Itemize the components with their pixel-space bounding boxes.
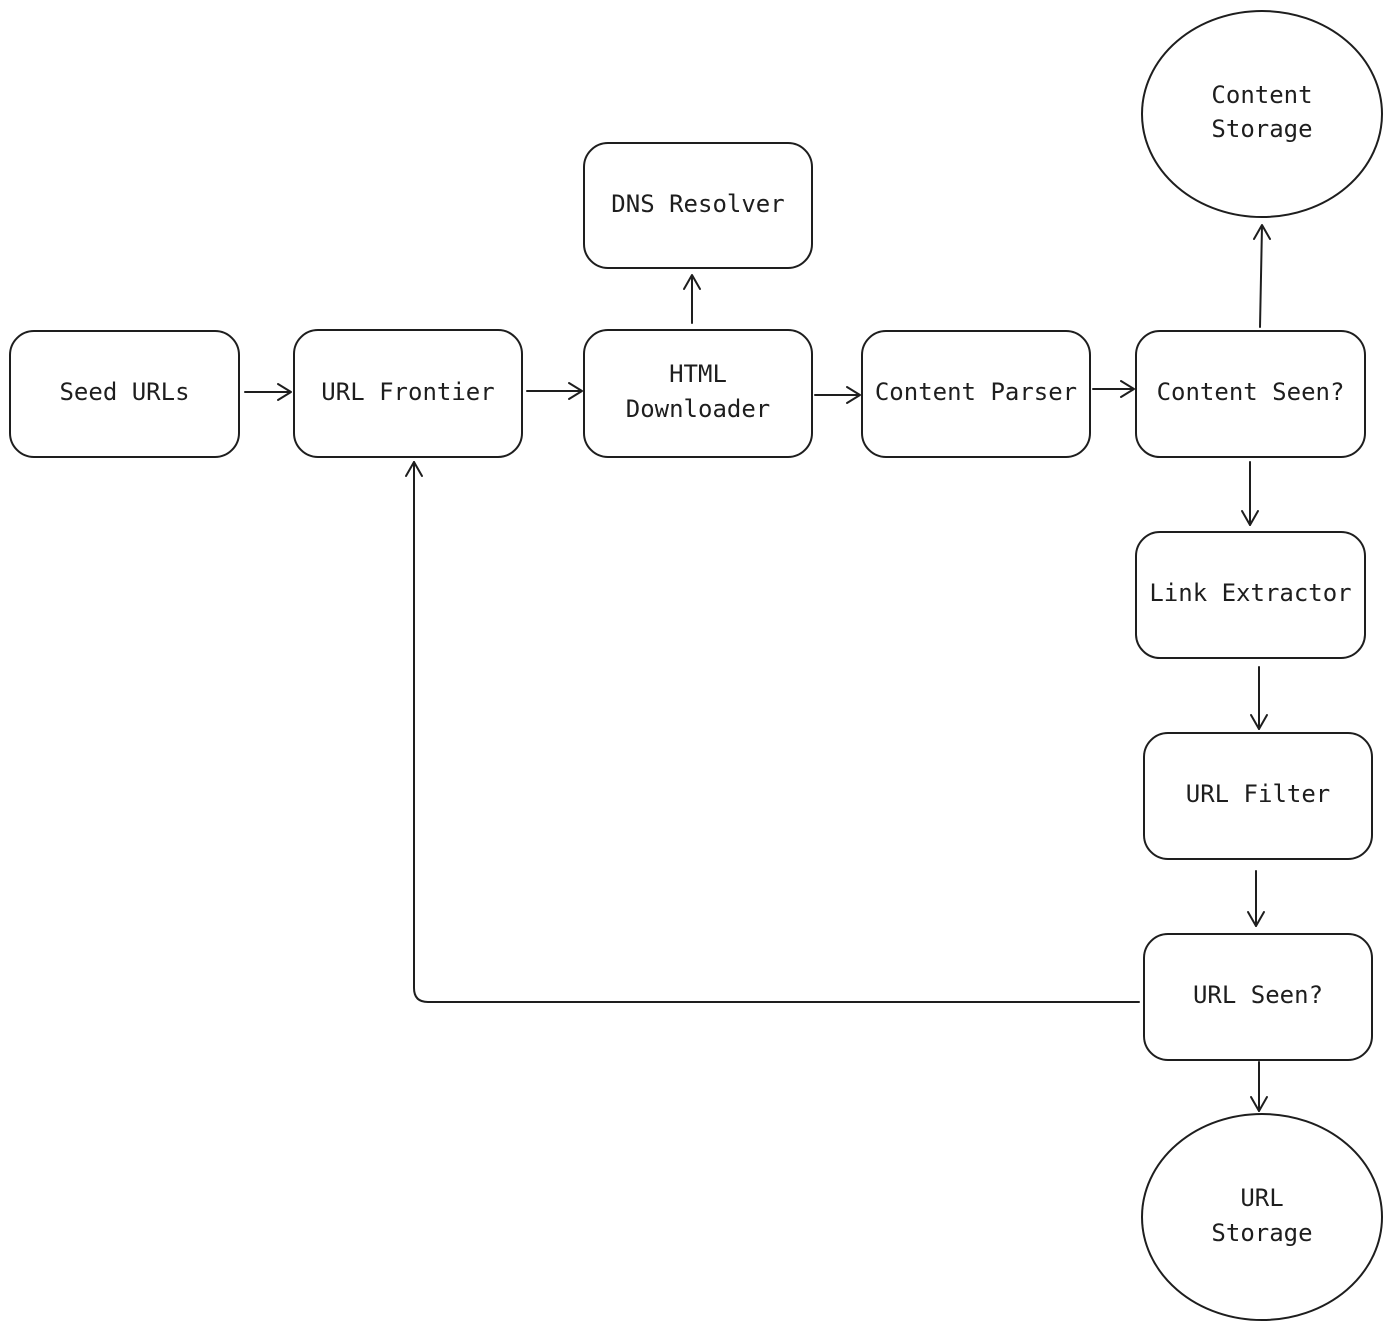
- edge-link-extractor-to-url-filter: [1250, 666, 1268, 730]
- html-downloader-label-line-2: Downloader: [626, 395, 771, 423]
- edge-content-seen-to-content-storage: [1253, 224, 1271, 328]
- content-storage-label-line-1: Content: [1211, 81, 1312, 109]
- url-storage-label-line-2: Storage: [1211, 1219, 1312, 1247]
- node-seed-urls: Seed URLs: [9, 330, 240, 458]
- edge-url-filter-to-url-seen: [1247, 870, 1265, 927]
- node-dns-resolver: DNS Resolver: [583, 142, 813, 269]
- edge-html-downloader-to-dns-resolver: [683, 274, 701, 324]
- node-url-filter: URL Filter: [1143, 732, 1373, 860]
- url-seen-label: URL Seen?: [1193, 981, 1323, 1009]
- dns-resolver-label: DNS Resolver: [611, 190, 784, 218]
- node-content-seen: Content Seen?: [1135, 330, 1366, 458]
- edge-content-parser-to-content-seen: [1092, 380, 1135, 398]
- url-filter-label: URL Filter: [1186, 780, 1331, 808]
- node-content-storage: Content Storage: [1141, 10, 1383, 218]
- content-parser-label: Content Parser: [875, 378, 1077, 406]
- seed-urls-label: Seed URLs: [59, 378, 189, 406]
- edge-url-seen-to-url-frontier: [405, 461, 1140, 1003]
- edge-url-seen-to-url-storage: [1250, 1061, 1268, 1112]
- node-url-storage: URL Storage: [1141, 1113, 1383, 1321]
- node-html-downloader: HTML Downloader: [583, 329, 813, 458]
- html-downloader-label-line-1: HTML: [669, 360, 727, 388]
- url-storage-label-line-1: URL: [1240, 1184, 1283, 1212]
- edge-seed-urls-to-url-frontier: [244, 383, 292, 401]
- link-extractor-label: Link Extractor: [1149, 579, 1351, 607]
- content-seen-label: Content Seen?: [1157, 378, 1345, 406]
- node-content-parser: Content Parser: [861, 330, 1091, 458]
- url-frontier-label: URL Frontier: [321, 378, 494, 406]
- edge-url-frontier-to-html-downloader: [526, 382, 583, 400]
- node-url-seen: URL Seen?: [1143, 933, 1373, 1061]
- node-link-extractor: Link Extractor: [1135, 531, 1366, 659]
- node-url-frontier: URL Frontier: [293, 329, 523, 458]
- edges: [244, 224, 1271, 1112]
- content-storage-label-line-2: Storage: [1211, 115, 1312, 143]
- edge-html-downloader-to-content-parser: [814, 386, 861, 404]
- edge-content-seen-to-link-extractor: [1241, 461, 1259, 526]
